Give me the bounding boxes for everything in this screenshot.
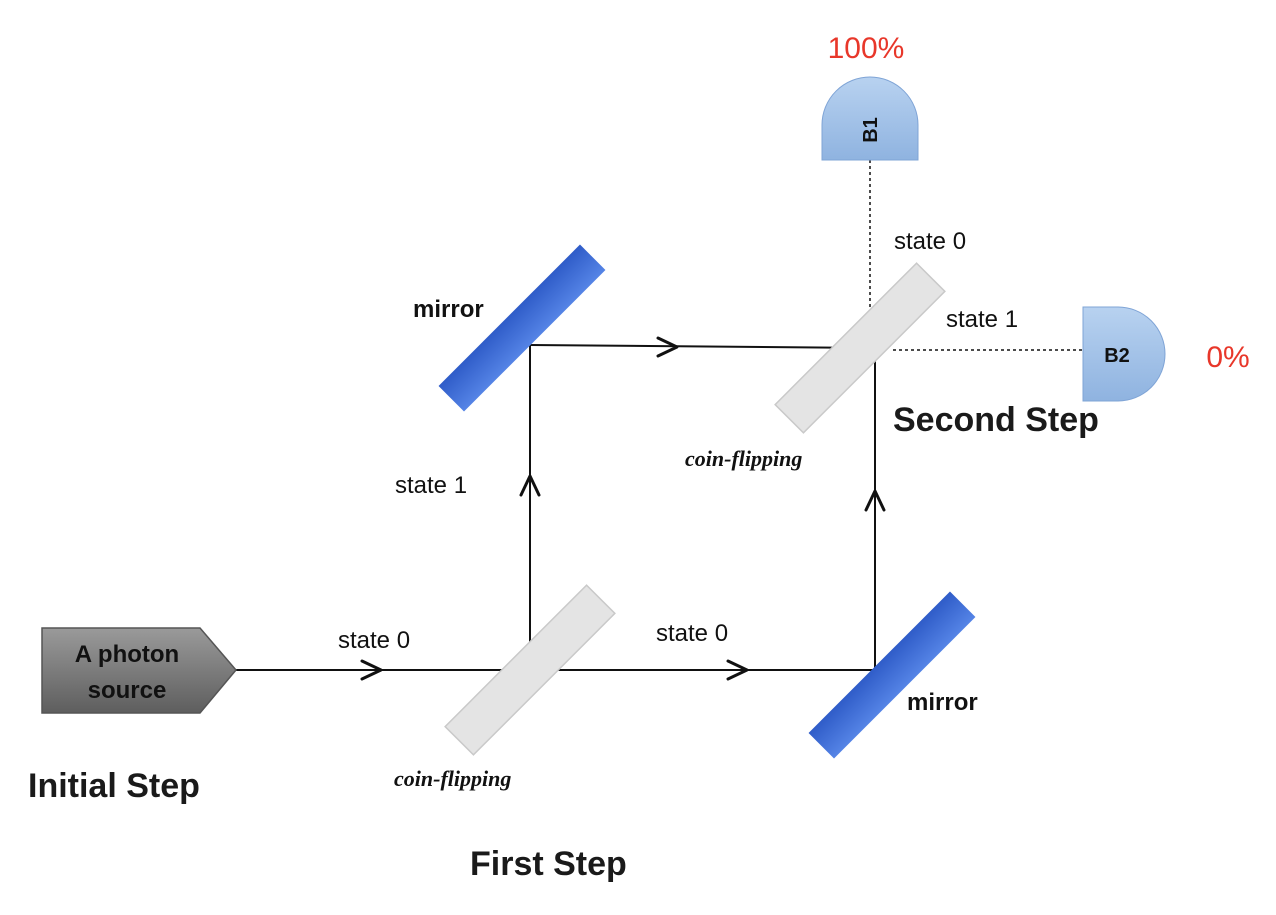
detector-lines <box>869 160 1083 351</box>
label-second-state0: state 0 <box>894 228 966 255</box>
arrow-up-icon <box>864 489 886 512</box>
probability-b2: 0% <box>1206 341 1249 374</box>
mirror-top <box>438 244 606 412</box>
step-initial: Initial Step <box>28 767 200 805</box>
coin-flipping-splitter-bottom <box>444 584 616 756</box>
probability-b1: 100% <box>828 32 905 65</box>
source-label-line2: source <box>88 677 167 704</box>
detector-b1-shape <box>821 76 919 161</box>
photon-source: A photon source <box>41 627 237 714</box>
detector-b1: B1 <box>821 76 919 161</box>
label-first-state0: state 0 <box>656 620 728 647</box>
label-coin-top: coin-flipping <box>685 446 802 471</box>
beam-paths <box>235 344 876 671</box>
step-second: Second Step <box>893 401 1099 439</box>
detector-b2-label: B2 <box>1104 345 1130 367</box>
arrow-right-icon <box>726 659 749 681</box>
label-first-state1: state 1 <box>395 472 467 499</box>
arrow-up-icon <box>519 474 541 497</box>
label-mirror-bottom: mirror <box>907 689 978 716</box>
beam-top-mirror-to-splitter <box>529 344 876 349</box>
mirror-bottom <box>808 591 976 759</box>
label-coin-bottom: coin-flipping <box>394 766 511 791</box>
source-label-line1: A photon <box>75 641 179 668</box>
label-mirror-top: mirror <box>413 296 484 323</box>
arrowheads <box>360 336 886 681</box>
detector-b2: B2 <box>1082 306 1166 402</box>
detector-b2-shape <box>1082 306 1166 402</box>
arrow-right-icon <box>656 336 679 358</box>
step-first: First Step <box>470 845 627 883</box>
source-shape <box>41 627 237 714</box>
arrow-right-icon <box>360 659 383 681</box>
coin-flipping-splitter-top <box>774 262 946 434</box>
label-second-state1: state 1 <box>946 306 1018 333</box>
detector-b1-label: B1 <box>860 117 882 143</box>
label-source-state: state 0 <box>338 627 410 654</box>
